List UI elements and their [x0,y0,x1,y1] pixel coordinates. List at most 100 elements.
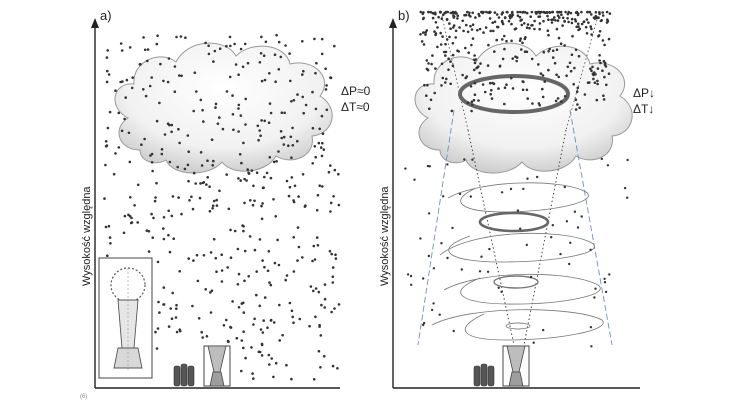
particle-dot [503,34,506,38]
particle-dot [606,18,609,22]
particle-dot [178,270,181,273]
particle-dot [521,80,524,83]
particle-dot [163,133,167,136]
particle-dot [277,150,280,153]
particle-dot [268,72,271,75]
particle-dot [586,10,589,14]
particle-dot [444,50,448,54]
particle-dot [260,35,263,39]
particle-dot [574,108,578,111]
particle-dot [519,37,522,40]
particle-dot [471,103,474,106]
particle-dot [466,30,470,34]
particle-dot [490,88,493,92]
particle-dot [607,37,611,41]
particle-dot [331,266,335,269]
particle-dot [489,92,493,96]
particle-dot [302,111,306,115]
particle-dot [505,83,508,86]
particle-dot [605,83,608,87]
particle-dot [196,279,200,283]
particle-dot [247,171,250,175]
particle-dot [422,43,426,46]
particle-dot [483,90,487,94]
particle-dot [166,122,170,125]
particle-dot [578,106,581,110]
particle-dot [470,28,474,31]
particle-dot [242,311,246,314]
particle-dot [440,17,444,21]
particle-dot [495,13,499,16]
particle-dot [317,290,321,294]
particle-dot [120,129,124,133]
particle-dot [121,80,124,83]
particle-dot [259,134,262,137]
particle-dot [529,275,533,279]
particle-dot [157,300,160,304]
particle-dot [298,317,302,321]
particle-dot [214,256,218,260]
particle-dot [563,44,566,47]
particle-dot [580,22,584,26]
particle-dot [291,144,295,147]
particle-dot [277,40,281,44]
particle-dot [168,250,172,254]
particle-dot [522,187,525,191]
particle-dot [560,13,563,16]
particle-dot [445,38,449,41]
particle-dot [590,13,593,16]
particle-dot [496,25,500,29]
particle-dot [211,204,215,208]
particle-dot [220,280,224,283]
particle-dot [187,257,190,260]
particle-dot [275,33,278,37]
particle-dot [547,50,550,53]
particle-dot [322,354,326,358]
particle-dot [242,330,245,334]
particle-dot [301,173,305,176]
particle-dot [233,229,237,233]
particle-dot [556,10,559,14]
particle-dot [167,233,170,237]
particle-dot [232,128,235,132]
particle-dot [202,120,205,123]
particle-dot [209,291,212,294]
particle-dot [128,160,132,164]
particle-dot [478,27,482,31]
particle-dot [198,196,202,200]
particle-dot [263,119,267,123]
particle-dot [218,116,221,119]
particle-dot [561,16,565,20]
particle-dot [213,49,217,53]
particle-dot [122,231,126,235]
particle-dot [324,88,328,91]
particle-dot [518,15,522,19]
particle-dot [568,61,572,65]
particle-dot [166,80,170,84]
particle-dot [246,168,249,171]
particle-dot [266,269,270,273]
particle-dot [265,171,269,175]
particle-dot [511,87,515,90]
particle-dot [261,331,265,334]
particle-dot [292,236,296,239]
particle-dot [174,316,178,319]
particle-dot [603,75,606,79]
particle-dot [525,243,528,247]
particle-dot [482,31,485,34]
particle-dot [495,38,499,42]
particle-dot [272,321,276,324]
particle-dot [239,114,243,117]
particle-dot [594,11,598,14]
particle-dot [427,10,430,14]
panel-b-cone-lines [417,15,613,346]
particle-dot [282,143,286,146]
particle-dot [236,247,240,251]
particle-dot [426,68,430,72]
particle-dot [323,283,327,286]
particle-dot [442,195,445,198]
particle-dot [154,330,157,334]
particle-dot [281,333,284,337]
particle-dot [501,38,504,41]
particle-dot [147,230,151,233]
